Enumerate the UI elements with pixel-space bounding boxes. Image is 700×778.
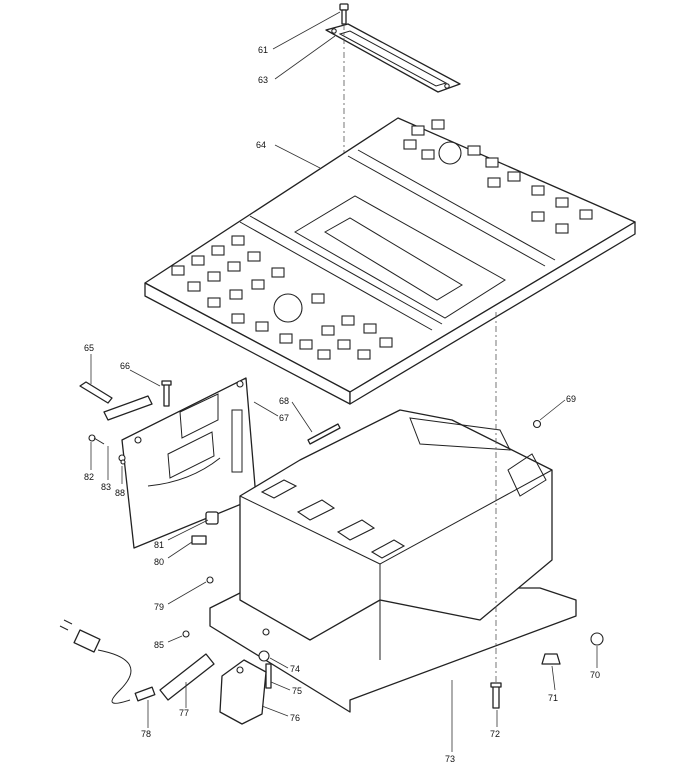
part-88-tag [120, 459, 126, 465]
callout-61: 61 [258, 45, 268, 55]
callout-82: 82 [84, 472, 94, 482]
part-75-pin [265, 663, 272, 689]
callout-78: 78 [141, 729, 151, 739]
callout-79: 79 [154, 602, 164, 612]
part-72-bolt [490, 682, 502, 709]
part-78-cord-and-plug [59, 619, 156, 704]
part-73-base [209, 409, 577, 713]
callout-70: 70 [590, 670, 600, 680]
callout-76: 76 [290, 713, 300, 723]
part-85-screw [182, 630, 190, 638]
part-63-slotted-plate [325, 23, 461, 93]
callout-72: 72 [490, 729, 500, 739]
callout-83: 83 [101, 482, 111, 492]
part-64-table-top [144, 117, 636, 405]
callout-88: 88 [115, 488, 125, 498]
callout-69: 69 [566, 394, 576, 404]
callout-80: 80 [154, 557, 164, 567]
callout-labels: 61 63 64 65 66 67 68 69 70 71 72 73 74 7… [84, 45, 600, 764]
part-74-washer [258, 650, 270, 662]
callout-77: 77 [179, 708, 189, 718]
leader-lines [90, 11, 598, 752]
part-71-nut [541, 653, 561, 665]
callout-67: 67 [279, 413, 289, 423]
callout-73: 73 [445, 754, 455, 764]
part-66-screw [161, 380, 172, 407]
part-82-screw [88, 434, 105, 445]
part-81-clip [205, 511, 219, 525]
part-61-screw [339, 3, 349, 25]
part-76-switch-box [219, 659, 267, 725]
part-65-screw [79, 381, 113, 404]
callout-64: 64 [256, 140, 266, 150]
callout-68: 68 [279, 396, 289, 406]
callout-74: 74 [290, 664, 300, 674]
callout-75: 75 [292, 686, 302, 696]
part-70-foot [590, 632, 604, 646]
callout-66: 66 [120, 361, 130, 371]
part-83-label-plate [103, 395, 153, 421]
part-69-screw [532, 419, 542, 429]
part-77-strain-relief [159, 653, 215, 701]
callout-81: 81 [154, 540, 164, 550]
part-79-screw [206, 576, 214, 584]
callout-71: 71 [548, 693, 558, 703]
part-67-switch-plate [118, 377, 257, 549]
callout-85: 85 [154, 640, 164, 650]
part-68-shaft [307, 423, 341, 445]
callout-63: 63 [258, 75, 268, 85]
part-80-spring [191, 535, 207, 545]
callout-65: 65 [84, 343, 94, 353]
